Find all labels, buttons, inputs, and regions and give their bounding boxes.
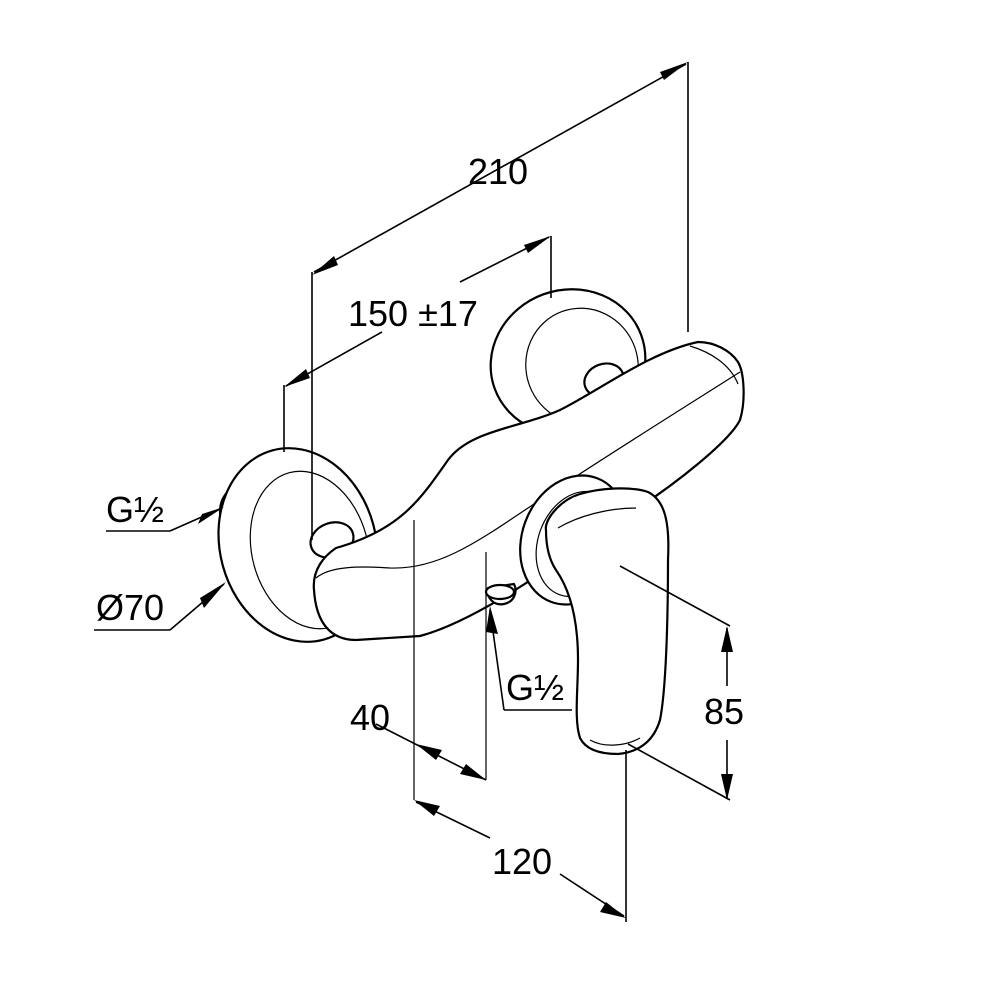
- outlet-thread-callout: G½: [486, 606, 572, 711]
- dimension-outlet-offset: 40: [350, 697, 487, 781]
- dimension-overall-width: 210: [311, 62, 689, 540]
- rosette-diameter-label: Ø70: [96, 587, 164, 628]
- mixer-body: [312, 340, 745, 642]
- rosette-diameter-callout: Ø70: [94, 582, 226, 631]
- overall-width-label: 210: [468, 151, 528, 192]
- lever-height-label: 85: [704, 691, 744, 732]
- lever-handle: [519, 474, 670, 756]
- inlet-thread-callout: G½: [106, 489, 224, 532]
- center-distance-label: 150 ±17: [348, 293, 478, 334]
- faucet-illustration: [217, 288, 745, 800]
- outlet-offset-label: 40: [350, 697, 390, 738]
- outlet-thread-label: G½: [506, 667, 564, 708]
- inlet-thread-label: G½: [106, 489, 164, 530]
- projection-label: 120: [492, 841, 552, 882]
- outlet-nozzle: [484, 582, 517, 606]
- dimension-center-distance: 150 ±17: [283, 236, 552, 452]
- dimension-lever-height: 85: [619, 565, 744, 801]
- dimension-projection: 120: [414, 750, 627, 922]
